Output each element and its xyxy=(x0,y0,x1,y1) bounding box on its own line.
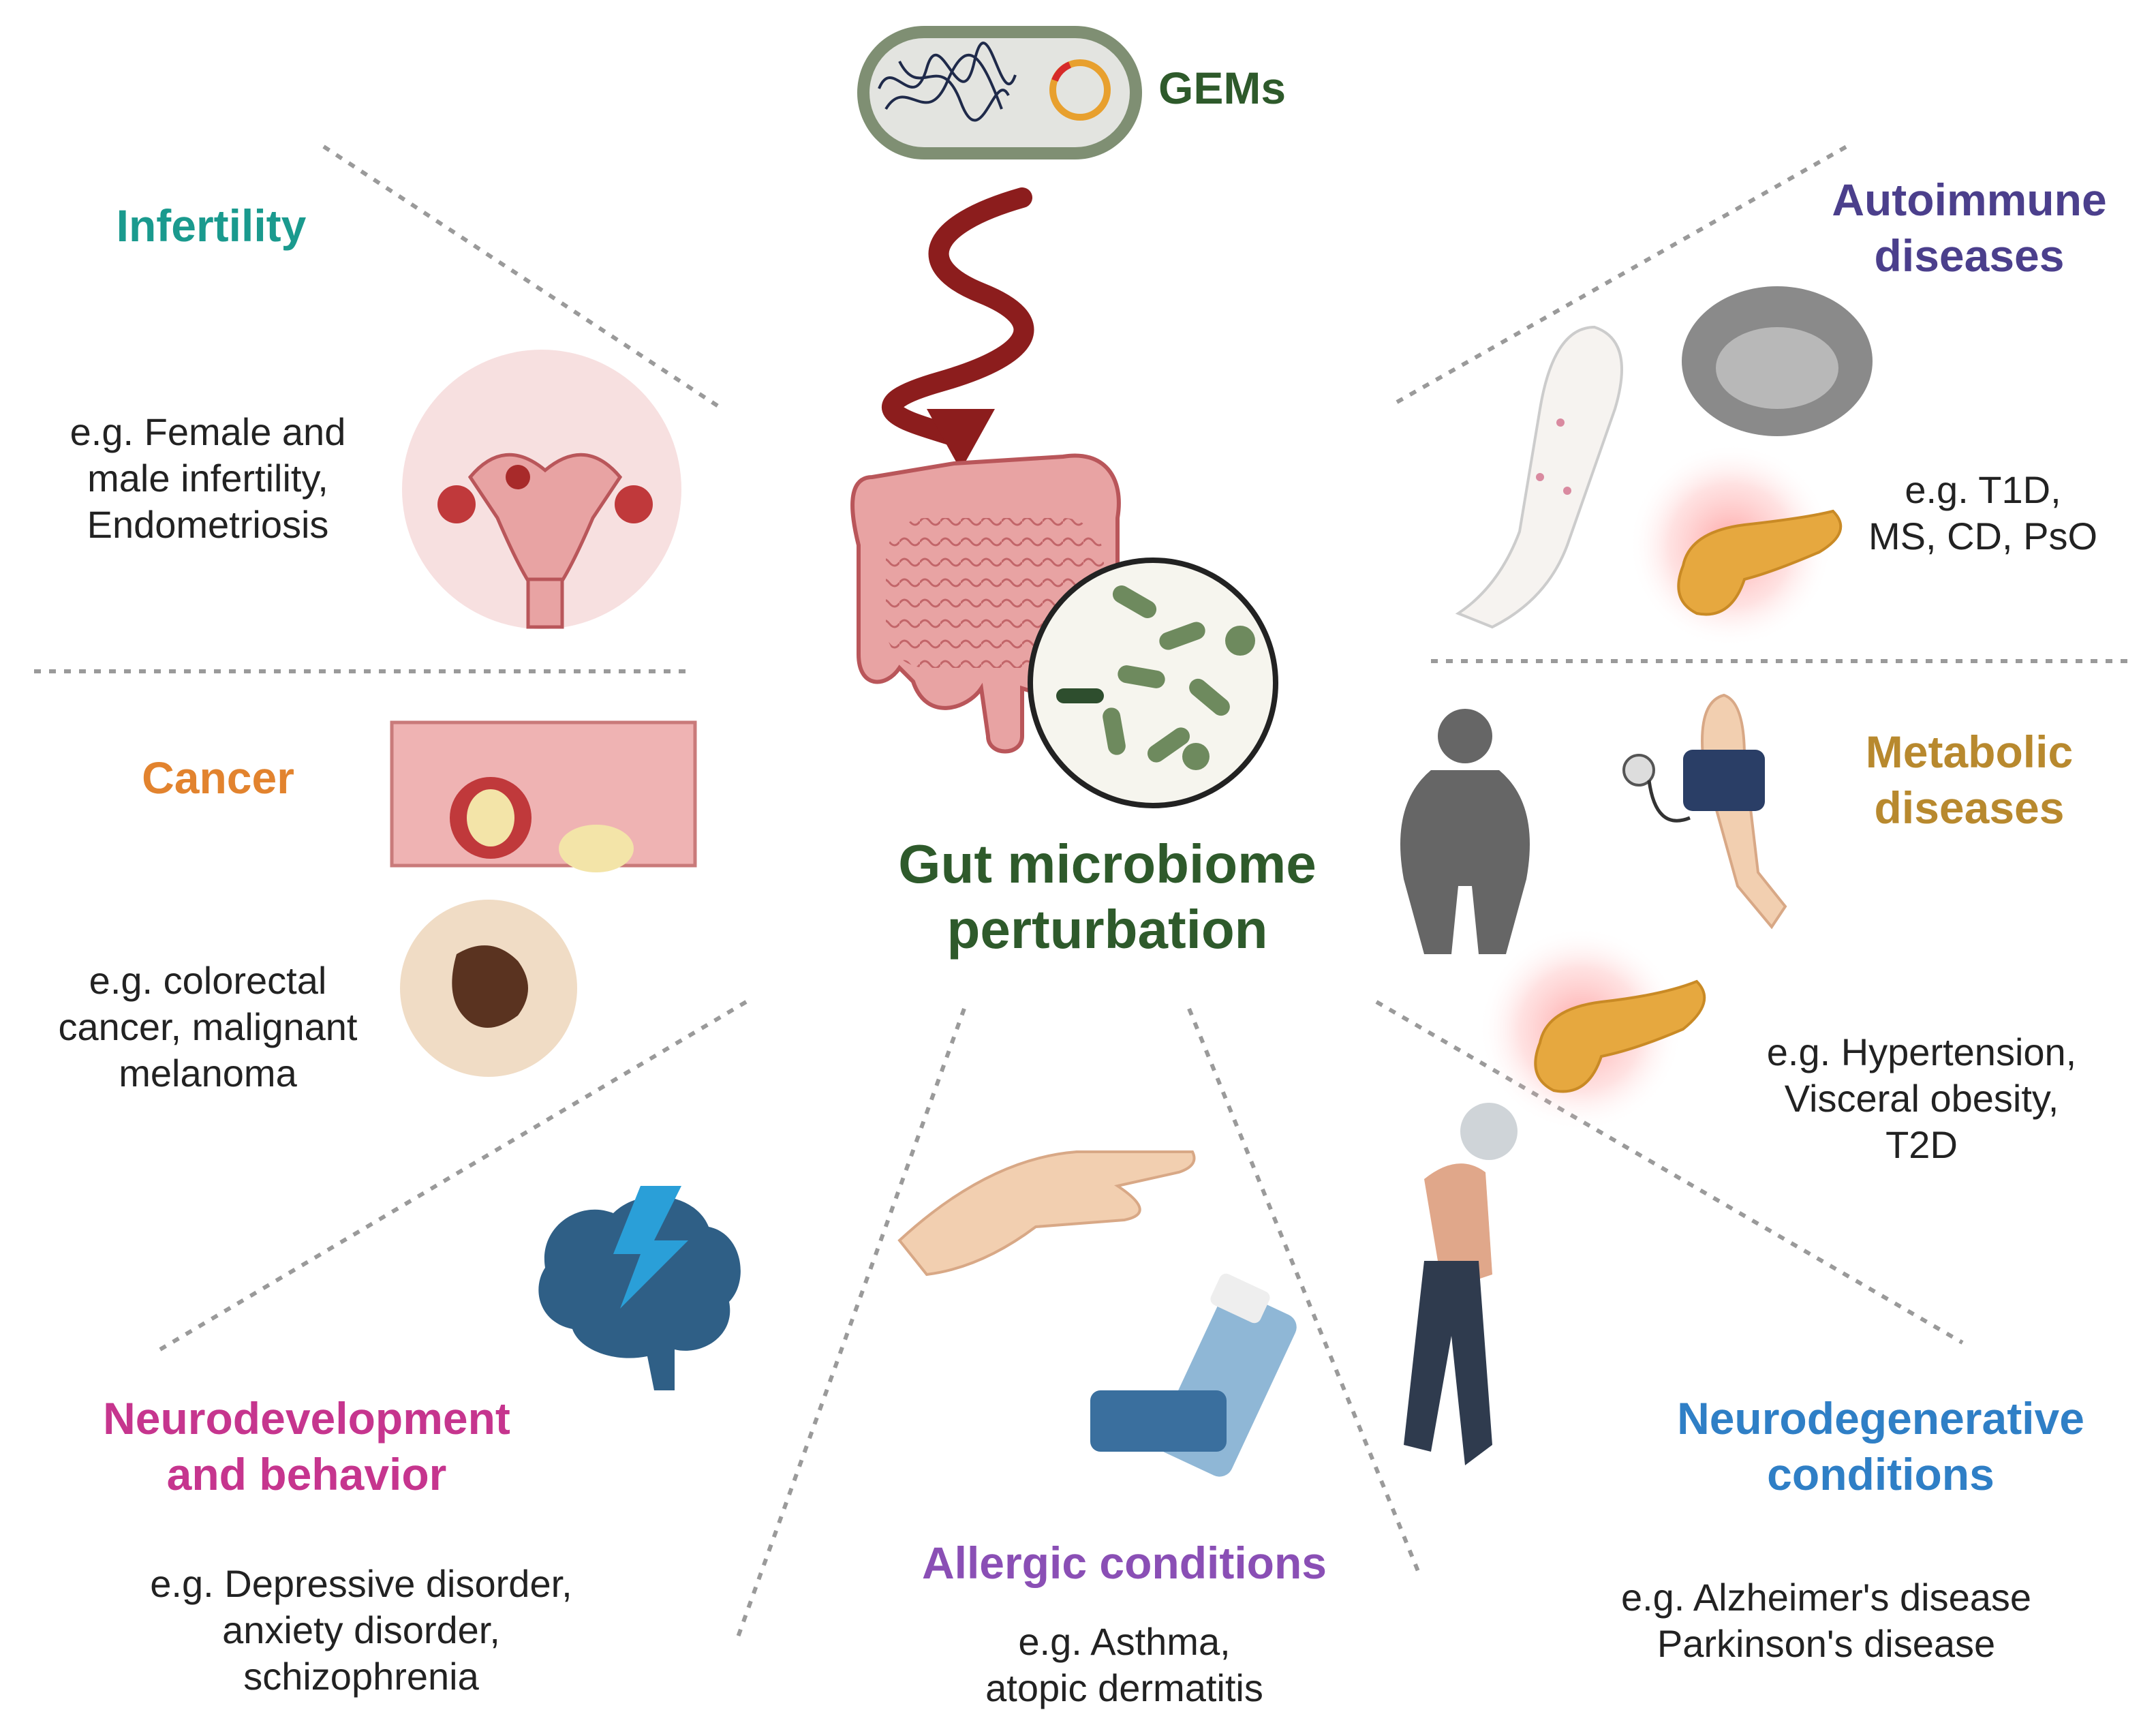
perturbation-arrow xyxy=(882,187,1034,446)
divider-autoimmune-top xyxy=(1396,144,1848,404)
neurodegen-examples: e.g. Alzheimer's disease Parkinson's dis… xyxy=(1581,1574,2072,1667)
cancer-examples: e.g. colorectal cancer, malignant melano… xyxy=(27,958,388,1097)
metabolic-title-line: Metabolic xyxy=(1865,727,2074,777)
metabolic-title-line: diseases xyxy=(1874,782,2065,833)
brain-lightning-icon xyxy=(538,1186,741,1390)
center-title: Gut microbiome perturbation xyxy=(852,831,1363,962)
melanoma-icon xyxy=(400,900,577,1077)
uterus-icon xyxy=(402,350,681,629)
autoimmune-examples: e.g. T1D, MS, CD, PsO xyxy=(1840,467,2126,560)
obese-body-icon xyxy=(1400,709,1530,954)
neurodegen-title-line: conditions xyxy=(1767,1449,1995,1499)
neurodev-examples: e.g. Depressive disorder, anxiety disord… xyxy=(123,1561,600,1700)
blood-pressure-arm-icon xyxy=(1622,693,1787,930)
cancer-example-line: e.g. colorectal xyxy=(89,959,327,1002)
allergic-example-line: atopic dermatitis xyxy=(985,1666,1263,1709)
divider-allergic-neurodegen xyxy=(1187,1007,1423,1579)
infertility-example-line: e.g. Female and xyxy=(70,410,346,453)
metabolic-examples: e.g. Hypertension, Visceral obesity, T2D xyxy=(1744,1029,2099,1168)
arrow-head-icon xyxy=(927,409,995,470)
cancer-example-line: melanoma xyxy=(119,1052,297,1095)
brain-cross-section-icon xyxy=(1682,286,1873,436)
allergic-title: Allergic conditions xyxy=(921,1538,1327,1588)
metabolic-example-line: Visceral obesity, xyxy=(1784,1077,2059,1120)
inhaler-icon xyxy=(1090,1273,1297,1477)
neurodev-example-line: schizophrenia xyxy=(243,1655,479,1698)
neurodev-title: Neurodevelopment and behavior xyxy=(68,1390,545,1502)
metabolic-example-line: e.g. Hypertension, xyxy=(1766,1031,2077,1073)
autoimmune-title: Autoimmune diseases xyxy=(1806,172,2133,284)
colon-tumor-icon xyxy=(390,720,697,872)
divider-infertility-top xyxy=(322,144,724,411)
gems-bacterium-icon xyxy=(857,26,1142,159)
metabolic-example-line: T2D xyxy=(1885,1123,1958,1166)
neurodegen-example-line: e.g. Alzheimer's disease xyxy=(1620,1576,2032,1619)
neurodev-example-line: anxiety disorder, xyxy=(222,1608,500,1651)
gems-label: GEMs xyxy=(1158,63,1287,113)
scratching-hands-icon xyxy=(897,1150,1196,1277)
autoimmune-title-line: diseases xyxy=(1874,230,2065,281)
infertility-examples: e.g. Female and male infertility, Endome… xyxy=(41,409,375,548)
autoimmune-title-line: Autoimmune xyxy=(1832,174,2107,225)
neurodev-example-line: e.g. Depressive disorder, xyxy=(150,1562,572,1605)
infertility-title: Infertility xyxy=(116,200,307,251)
metabolic-title: Metabolic diseases xyxy=(1826,724,2112,836)
allergic-example-line: e.g. Asthma, xyxy=(1018,1620,1231,1663)
cancer-example-line: cancer, malignant xyxy=(58,1005,358,1048)
center-title-line1: Gut microbiome xyxy=(898,834,1316,894)
autoimmune-example-line: e.g. T1D, xyxy=(1905,468,2061,511)
neurodegen-title-line: Neurodegenerative xyxy=(1677,1393,2084,1444)
cancer-title: Cancer xyxy=(142,752,294,803)
infertility-example-line: male infertility, xyxy=(87,457,328,500)
elderly-person-icon xyxy=(1404,1103,1518,1465)
neurodegen-title: Neurodegenerative conditions xyxy=(1649,1390,2112,1502)
neurodegen-example-line: Parkinson's disease xyxy=(1657,1622,1996,1665)
divider-neurodev-allergic xyxy=(734,1007,966,1644)
infertility-example-line: Endometriosis xyxy=(87,503,329,546)
center-title-line2: perturbation xyxy=(946,899,1268,960)
autoimmune-example-line: MS, CD, PsO xyxy=(1868,515,2098,558)
pancreas-metabolic-icon xyxy=(1479,927,1706,1131)
allergic-examples: e.g. Asthma, atopic dermatitis xyxy=(940,1619,1308,1711)
autoimmune-arm-icon xyxy=(1455,325,1623,629)
pancreas-inflamed-icon xyxy=(1629,443,1843,647)
neurodev-title-line: and behavior xyxy=(166,1449,447,1499)
divider-lines xyxy=(34,144,2133,1644)
bacteria-magnifier-icon xyxy=(1028,558,1278,808)
neurodev-title-line: Neurodevelopment xyxy=(103,1393,510,1444)
